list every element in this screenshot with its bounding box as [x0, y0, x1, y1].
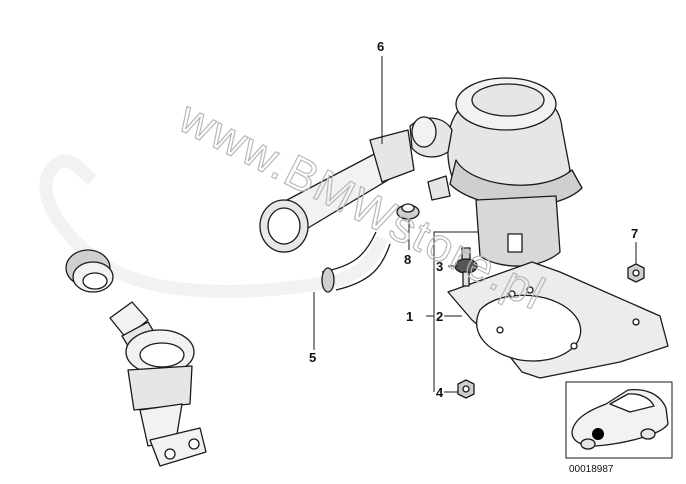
hose-end-coupling[interactable]: [65, 249, 114, 293]
intake-tube[interactable]: [259, 129, 415, 253]
hex-nut-bracket[interactable]: [627, 263, 645, 283]
callout-2: 2: [436, 309, 443, 324]
hex-nut[interactable]: [457, 379, 475, 399]
air-hose[interactable]: [39, 154, 391, 298]
location-dot-icon: [592, 428, 604, 440]
callout-6: 6: [377, 39, 384, 54]
mounting-bracket[interactable]: [447, 261, 669, 379]
callout-7: 7: [631, 226, 638, 241]
check-valve-assembly[interactable]: [109, 301, 207, 467]
callout-5: 5: [309, 350, 316, 365]
car-location-icon[interactable]: [565, 381, 673, 459]
callout-3: 3: [436, 259, 443, 274]
leader-lines: [313, 56, 637, 393]
callout-4: 4: [436, 385, 444, 400]
callout-8: 8: [404, 252, 411, 267]
reference-code: 00018987: [569, 464, 614, 475]
hose-clamp[interactable]: [321, 203, 420, 293]
callout-1: 1: [406, 309, 413, 324]
rubber-mount[interactable]: [454, 247, 478, 287]
secondary-air-pump[interactable]: [409, 77, 583, 267]
